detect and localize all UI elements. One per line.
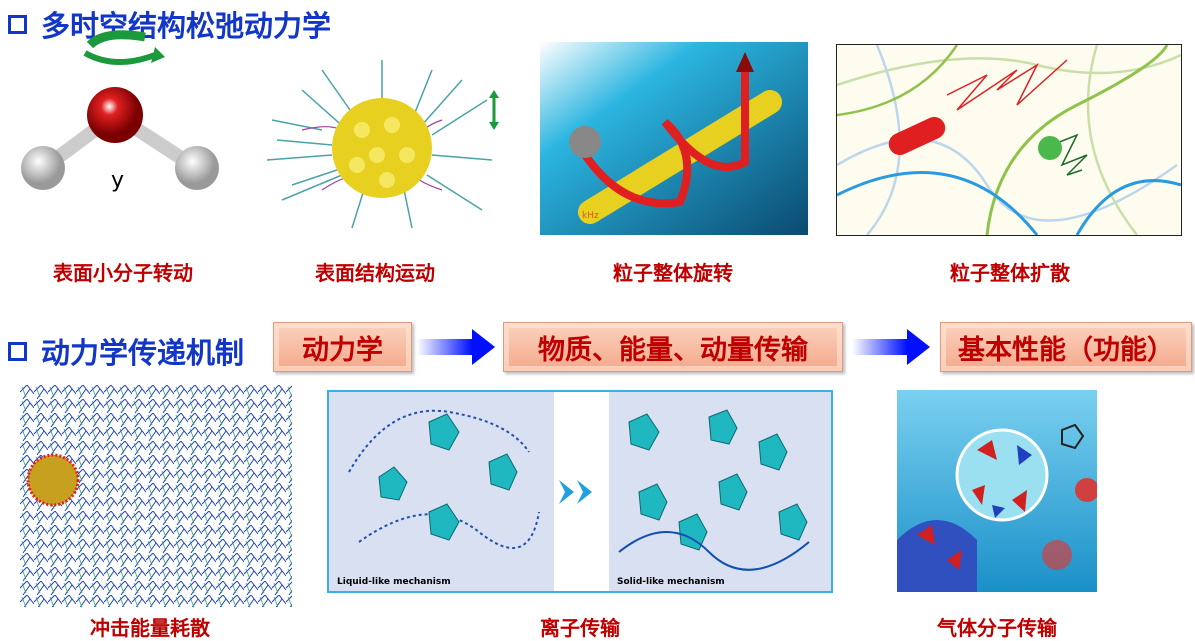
particle-diffusion-image [836,44,1182,236]
square-bullet-icon [8,341,27,361]
label-particle-rotation: 粒子整体旋转 [613,261,733,285]
nanoparticle-image [262,60,502,230]
liquid-like-caption: Liquid-like mechanism [337,577,451,587]
section-title-mechanism: 动力学传递机制 [8,330,244,372]
ion-transport-image: Liquid-like mechanism Solid-like mechani… [327,390,833,593]
particle-rotation-image: kHz [540,42,808,235]
label-ion-transport: 离子传输 [540,616,620,640]
label-gas-transport: 气体分子传输 [937,616,1057,640]
flow-box-transport: 物质、能量、动量传输 [503,322,843,372]
flow-box-dynamics: 动力学 [273,322,412,372]
rod-label: kHz [582,211,599,221]
water-molecule-image: y [15,25,230,205]
flow-arrow-icon [417,327,495,367]
flow-arrow-icon [852,327,930,367]
flow-box-performance: 基本性能（功能） [940,322,1192,372]
label-impact-dissipation: 冲击能量耗散 [90,616,210,640]
label-surface-molecule-rotation: 表面小分子转动 [53,261,193,285]
section-title-text: 多时空结构松弛动力学 [41,9,332,43]
section-title-text: 动力学传递机制 [41,336,245,370]
label-particle-diffusion: 粒子整体扩散 [950,261,1070,285]
gas-transport-image [897,390,1097,592]
square-bullet-icon [8,14,27,34]
solid-like-caption: Solid-like mechanism [617,577,725,587]
impact-simulation-image [20,385,292,607]
label-surface-structure-motion: 表面结构运动 [315,261,435,285]
section-title-relaxation: 多时空结构松弛动力学 [8,3,331,45]
axis-label: y [111,168,124,193]
